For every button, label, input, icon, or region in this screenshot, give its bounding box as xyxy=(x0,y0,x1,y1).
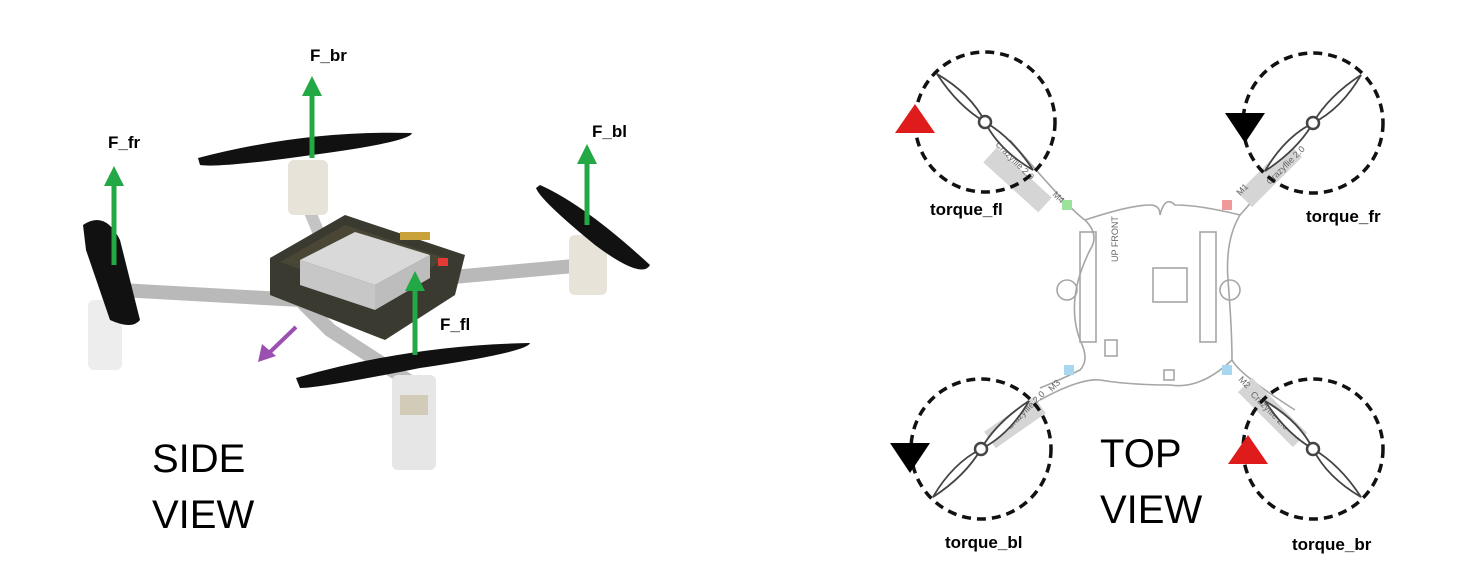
torque-marker-fl xyxy=(895,104,935,133)
force-label-bl: F_bl xyxy=(592,122,627,141)
torque-marker-fr xyxy=(1225,113,1265,143)
torque-label-fl: torque_fl xyxy=(930,200,1003,219)
force-arrowhead-br xyxy=(302,76,322,96)
heading-arrow xyxy=(258,325,298,362)
top-view: UP FRONT Crazyflie 2.0 Crazyflie 2.0 Cra… xyxy=(890,50,1385,554)
force-arrowhead-fr xyxy=(104,166,124,186)
side-view-title-line2: VIEW xyxy=(152,493,254,537)
force-arrows xyxy=(104,76,597,355)
torque-label-bl: torque_bl xyxy=(945,533,1022,552)
force-arrowhead-fl xyxy=(405,271,425,291)
force-arrowhead-bl xyxy=(577,144,597,164)
top-propellers xyxy=(932,73,1362,498)
torque-circle-fr xyxy=(1241,51,1385,195)
torque-marker-br xyxy=(1228,435,1268,464)
front-marker-text: UP FRONT xyxy=(1110,216,1120,262)
quadcopter-side-illustration xyxy=(83,132,650,470)
torque-circles xyxy=(909,50,1385,521)
force-label-br: F_br xyxy=(310,46,347,65)
force-label-fr: F_fr xyxy=(108,133,141,152)
torque-circle-bl xyxy=(909,377,1053,521)
side-view-title-line1: SIDE xyxy=(152,437,245,481)
top-view-title-line1: TOP xyxy=(1100,432,1182,476)
force-label-fl: F_fl xyxy=(440,315,470,334)
side-view: F_fr F_br F_bl F_fl SIDE VIEW xyxy=(83,46,650,537)
torque-label-br: torque_br xyxy=(1292,535,1372,554)
torque-circle-br xyxy=(1241,377,1385,521)
torque-label-fr: torque_fr xyxy=(1306,207,1381,226)
torque-circle-fl xyxy=(913,50,1057,194)
torque-marker-bl xyxy=(890,443,930,473)
top-view-title-line2: VIEW xyxy=(1100,488,1202,532)
